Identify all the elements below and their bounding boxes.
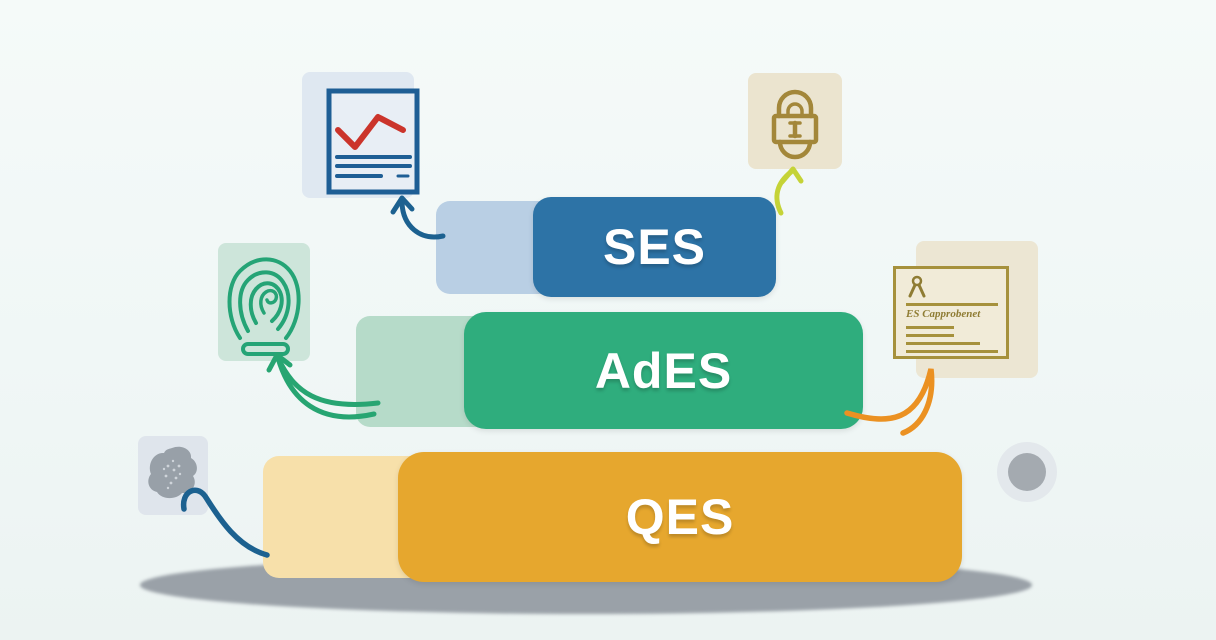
certificate-text-line <box>906 350 998 353</box>
level-label-ades: AdES <box>594 342 733 399</box>
award-ribbon-icon <box>908 275 926 298</box>
arrowhead-lock <box>779 166 804 185</box>
certificate-text-line <box>906 342 980 345</box>
padlock-icon <box>771 89 819 160</box>
arrowhead-document <box>390 195 415 215</box>
fingerprint-icon <box>227 257 301 356</box>
level-bar-ades: AdES <box>464 312 863 429</box>
document-chart-icon <box>326 88 420 195</box>
arrow-ses-to-lock <box>774 169 794 216</box>
fingerprint-card <box>218 243 310 361</box>
dot-marker <box>1008 453 1046 491</box>
level-bar-qes: QES <box>398 452 962 582</box>
certificate-title: ES Capprobenet <box>906 308 981 320</box>
ink-blob-icon <box>148 446 197 499</box>
certificate-text-line <box>906 326 954 329</box>
level-label-ses: SES <box>602 219 707 275</box>
certificate-icon: ES Capprobenet <box>893 266 1009 359</box>
certificate-text-line <box>906 334 954 337</box>
certificate-rule <box>906 303 998 306</box>
level-label-qes: QES <box>625 489 735 545</box>
level-bar-ses: SES <box>533 197 776 297</box>
